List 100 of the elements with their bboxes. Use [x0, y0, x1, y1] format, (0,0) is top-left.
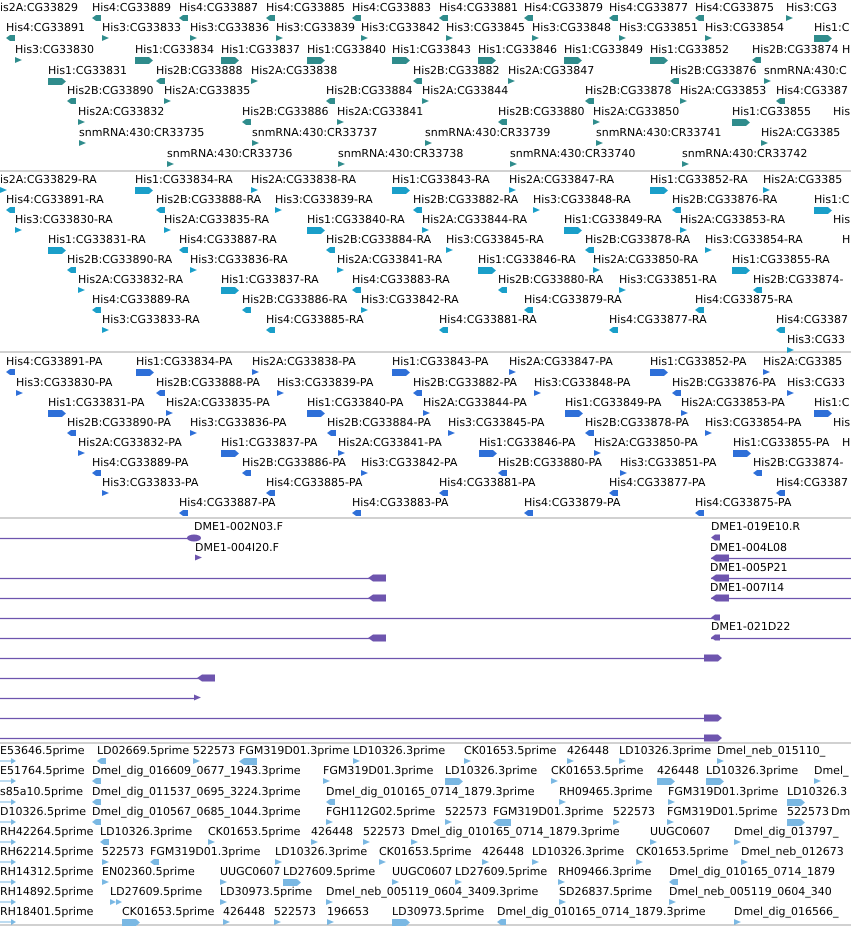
feature-label: His3:CG33836 — [190, 21, 269, 34]
feature-label: His2B:CG33878 — [585, 84, 672, 97]
feature-label: His1:CG33843 — [392, 43, 471, 56]
feature-label: His2B:CG33874 — [752, 43, 839, 56]
feature-label: His2B:CG33884-RA — [326, 233, 432, 246]
feature-label: His3:CG33836-PA — [190, 416, 286, 429]
feature-label: His4:CG33877-RA — [609, 313, 707, 326]
feature-label: E53646.5prime — [0, 744, 84, 757]
feature-label: His4:CG33875-PA — [695, 496, 792, 509]
feature-label: His1:CG33837-RA — [221, 273, 319, 286]
feature-label: snmRNA:430:CR33741 — [596, 126, 722, 139]
feature-label: LD10326.3prime — [619, 744, 712, 757]
feature-label: SD26837.5prime — [559, 885, 652, 898]
feature-label: His4:CG33883-RA — [352, 273, 450, 286]
feature-label: UUGC0607 — [650, 825, 710, 838]
feature-label: His2A:CG33832 — [78, 105, 164, 118]
feature-label: His1:CG33843-RA — [392, 173, 490, 186]
feature-label: His3:CG33842-PA — [361, 456, 458, 469]
feature-label: LD27609.5prime — [283, 865, 376, 878]
feature-label: 426448 — [482, 845, 524, 858]
feature-label: His2A:CG33838-RA — [251, 173, 356, 186]
feature-label: His1:CG33849 — [564, 43, 643, 56]
feature-label: Dmel_dig_010165_0714_1879.3prime — [497, 905, 706, 918]
feature-label: His4:CG33881 — [439, 1, 518, 14]
feature-label: His1:CG33840-RA — [307, 213, 405, 226]
feature-label: LD30973.5prime — [392, 905, 484, 918]
feature-label: His2A:CG33847-PA — [509, 355, 613, 368]
feature-label: His2B:CG33876-PA — [672, 376, 776, 389]
feature-label: RH42264.5prime — [0, 825, 94, 838]
feature-label: His2B:CG33874- — [753, 273, 844, 286]
feature-label: His2A:CG33841 — [337, 105, 424, 118]
feature-label: His2A:CG33835-RA — [164, 213, 269, 226]
feature-label: Dmel_dig_010165_0714_1879 — [669, 865, 836, 878]
feature-label: His3:CG33839 — [276, 21, 355, 34]
feature-label: His2B:CG33882-RA — [413, 193, 518, 206]
feature-label: His3:CG33848 — [532, 21, 611, 34]
feature-label: LD27609.5prime — [455, 865, 548, 878]
feature-label: His1:CG33837 — [221, 43, 300, 56]
feature-label: His4:CG33885-PA — [266, 476, 362, 489]
feature-label: His3:CG33845-RA — [446, 233, 544, 246]
feature-label: 522573 — [363, 825, 405, 838]
feature-label: snmRNA:430:CR33742 — [682, 147, 808, 160]
feature-label: His2A:CG33853 — [680, 84, 766, 97]
feature-label: snmRNA:430:CR33738 — [338, 147, 464, 160]
feature-label: His4:CG33887 — [179, 1, 258, 14]
feature-label: His2B:CG33890-RA — [67, 253, 172, 266]
feature-label: His4:CG3387 — [776, 476, 848, 489]
feature-label: His1:CG33855-RA — [732, 253, 830, 266]
feature-label: H — [842, 43, 850, 56]
feature-label: 522573 — [787, 805, 829, 818]
feature-label: CK01653.5prime — [464, 744, 556, 757]
feature-label: LD10326.3prime — [100, 825, 192, 838]
feature-label: RH14892.5prime — [0, 885, 94, 898]
feature-label: FGM319D01.3prime — [493, 805, 604, 818]
feature-label: His1:CG33846-RA — [478, 253, 576, 266]
feature-label: His4:CG33875-RA — [695, 293, 793, 306]
feature-label: His2B:CG33888 — [156, 64, 243, 77]
feature-label: His2A:CG33835 — [164, 84, 250, 97]
feature-label: Dmel_dig_010165_0714_1879.3prime — [326, 785, 535, 798]
feature-label: His1:CG33849-PA — [565, 396, 662, 409]
feature-label: His4:CG33885 — [266, 1, 345, 14]
feature-label: His4:CG33883 — [352, 1, 431, 14]
feature-label: His3:CG33842 — [361, 21, 440, 34]
feature-label: His2A:CG33832-PA — [78, 436, 182, 449]
feature-label: His2A:CG33850 — [593, 105, 680, 118]
feature-label: His3:CG33851 — [619, 21, 698, 34]
feature-label: Dmel_dig_013797_ — [734, 825, 839, 838]
feature-label: His4:CG33887-RA — [179, 233, 277, 246]
feature-label: His2B:CG33876-RA — [672, 193, 778, 206]
feature-label: His3:CG33839-RA — [275, 193, 373, 206]
feature-label: His1:CG33840-PA — [307, 396, 404, 409]
feature-label: His2B:CG33890 — [67, 84, 154, 97]
feature-label: His4:CG33875 — [695, 1, 774, 14]
feature-label: His2B:CG33888-RA — [156, 193, 262, 206]
feature-label: His — [833, 416, 850, 429]
feature-label: His3:CG33833-RA — [102, 313, 200, 326]
feature-label: snmRNA:430:CR33735 — [79, 126, 204, 139]
feature-label: His3:CG33839-PA — [277, 376, 374, 389]
feature-label: 522573 — [445, 805, 487, 818]
feature-label: snmRNA:430:CR33740 — [510, 147, 636, 160]
feature-label: His2A:CG33832-RA — [78, 273, 183, 286]
feature-label: His3:CG33 — [787, 376, 845, 389]
feature-label: 522573 — [274, 905, 316, 918]
feature-label: RH62214.5prime — [0, 845, 94, 858]
feature-label: His2A:CG33838-PA — [252, 355, 356, 368]
feature-label: His2A:CG33844-RA — [422, 213, 527, 226]
feature-label: Dmel_neb_005119_0604_340 — [669, 885, 832, 898]
feature-label: His4:CG33877-PA — [609, 476, 706, 489]
feature-label: LD27609.5prime — [110, 885, 202, 898]
feature-label: His4:CG33877 — [609, 1, 688, 14]
feature-label: His3:CG33845 — [446, 21, 525, 34]
feature-label: H — [842, 436, 850, 449]
feature-label: His3:CG33854-PA — [705, 416, 802, 429]
feature-label: DME1-021D22 — [711, 620, 790, 633]
feature-label: His1:CG33837-PA — [221, 436, 318, 449]
feature-label: His1:CG33831-RA — [48, 233, 146, 246]
feature-label: His2A:CG33853-PA — [681, 396, 785, 409]
feature-label: His3:CG33848-RA — [533, 193, 631, 206]
feature-label: His4:CG33891-PA — [6, 355, 102, 368]
feature-label: CK01653.5prime — [122, 905, 214, 918]
